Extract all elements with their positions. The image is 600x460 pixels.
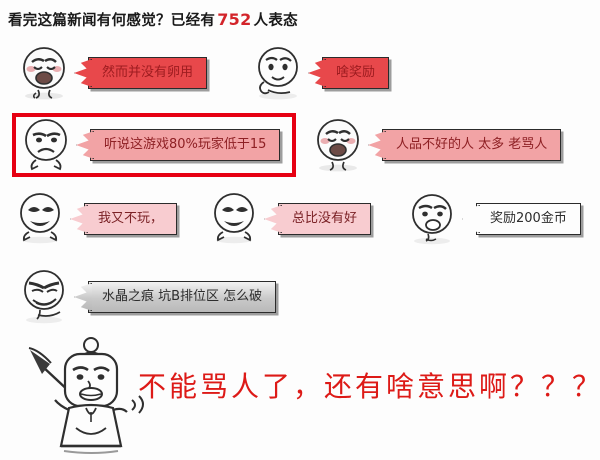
comment-bubble: 然而并没有卵用 [88,57,208,89]
grinning-face-icon [208,190,260,248]
grinning-face-icon [14,190,66,248]
worried-face-icon [252,44,304,102]
comment-item[interactable]: 啥奖励 [252,44,390,102]
talking-face-icon [406,190,458,248]
comment-bubble: 奖励200金币 [476,203,581,235]
vote-count: 752 [217,10,252,29]
man-with-broom-figure [28,332,158,456]
smug-face-icon [18,268,70,326]
comment-bubble: 人品不好的人 太多 老骂人 [382,129,562,161]
crying-face-icon [312,116,364,174]
comment-item[interactable]: 然而并没有卵用 [18,44,208,102]
comment-item[interactable]: 人品不好的人 太多 老骂人 [312,116,562,174]
comment-item[interactable]: 我又不玩， [14,190,178,248]
comment-bubble: 我又不玩， [84,203,178,235]
comment-item-highlighted[interactable]: 听说这游戏80%玩家低于15 [20,116,281,174]
comment-item[interactable]: 总比没有好 [208,190,372,248]
comment-item[interactable]: 水晶之痕 坑B排位区 怎么破 [18,268,277,326]
punchline-text: 不能骂人了，还有啥意思啊？？？ [138,370,600,403]
frowning-face-icon [20,116,72,174]
page-title-suffix: 人表态 [253,13,298,29]
page-title-prefix: 看完这篇新闻有何感觉？已经有 [8,13,216,29]
crying-face-icon [18,44,70,102]
comment-bubble: 总比没有好 [278,203,372,235]
comment-bubble: 水晶之痕 坑B排位区 怎么破 [88,281,277,313]
comment-bubble: 听说这游戏80%玩家低于15 [90,129,281,161]
comment-item[interactable]: 奖励200金币 [406,190,581,248]
comment-bubble: 啥奖励 [322,57,390,89]
